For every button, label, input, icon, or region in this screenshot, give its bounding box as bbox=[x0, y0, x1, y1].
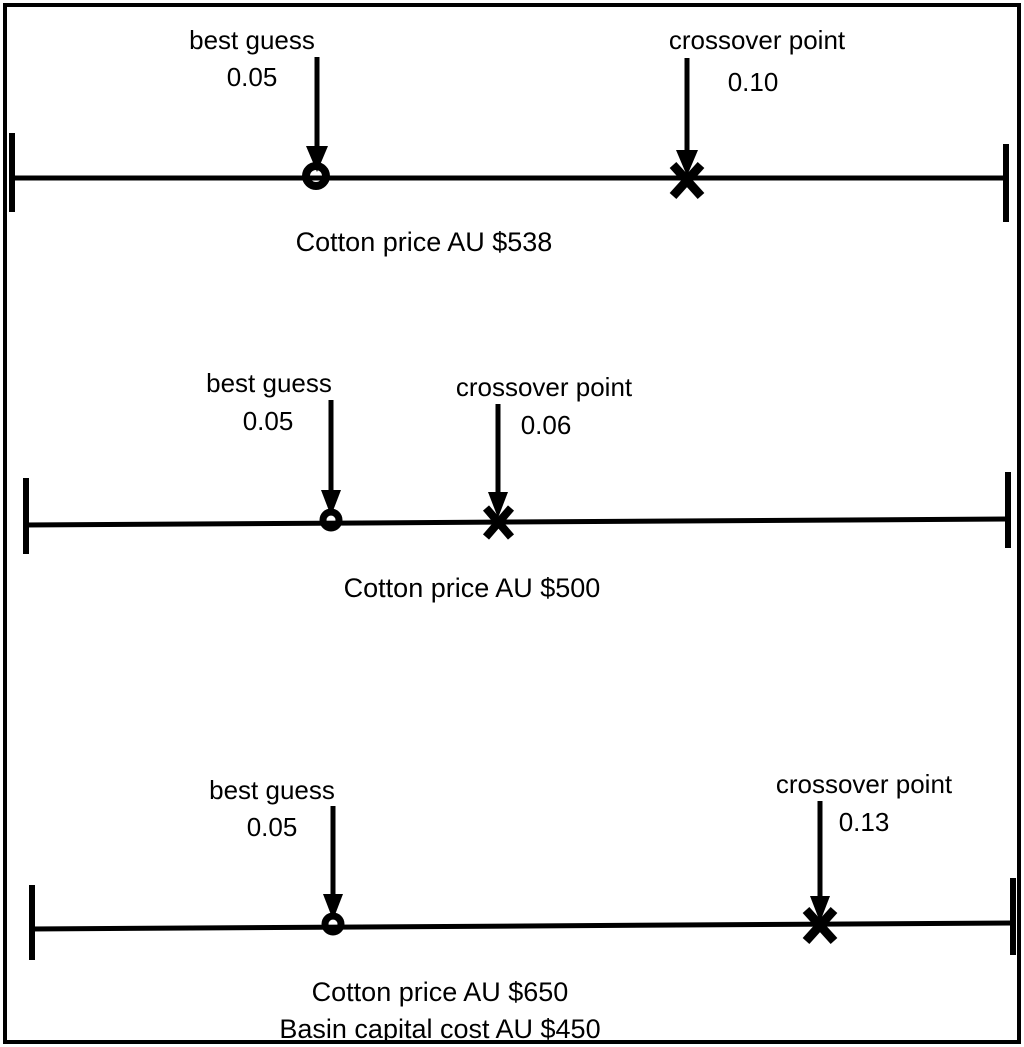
panel-2-caption: Cotton price AU $500 bbox=[344, 573, 601, 603]
panel-2-crossover-label: crossover point bbox=[456, 372, 633, 402]
panel-2-axis-line bbox=[23, 516, 1009, 528]
panel-1-marker-best-guess-circle bbox=[302, 162, 330, 190]
panel-1: best guess 0.05 crossover point 0.10 Cot… bbox=[9, 25, 1009, 257]
panel-1-marker-crossover-x bbox=[669, 161, 705, 200]
panel-3-axis-line bbox=[29, 920, 1014, 932]
panel-2-marker-crossover-x bbox=[482, 505, 515, 540]
panel-2-best-guess-arrow-head bbox=[321, 490, 341, 516]
panel-3-best-guess-label: best guess bbox=[209, 775, 335, 805]
panel-2-crossover-value: 0.06 bbox=[521, 410, 572, 440]
panel-3-marker-best-guess-circle bbox=[321, 912, 345, 936]
panel-3-best-guess-value: 0.05 bbox=[247, 812, 298, 842]
panel-2-best-guess-value: 0.05 bbox=[243, 406, 294, 436]
panel-3-crossover-value: 0.13 bbox=[839, 807, 890, 837]
figure-frame bbox=[3, 3, 1021, 1044]
panel-2-best-guess-label: best guess bbox=[206, 368, 332, 398]
panel-3-crossover-label: crossover point bbox=[776, 769, 953, 799]
panel-1-crossover-label: crossover point bbox=[669, 25, 846, 55]
panel-3-marker-crossover-x bbox=[802, 906, 838, 945]
panel-1-best-guess-arrow-head bbox=[306, 146, 328, 172]
panel-3-crossover-arrow-head bbox=[810, 896, 830, 922]
panel-2: best guess 0.05 crossover point 0.06 Cot… bbox=[23, 368, 1011, 603]
panel-1-best-guess-value: 0.05 bbox=[227, 62, 278, 92]
panel-2-marker-best-guess-circle bbox=[319, 508, 343, 532]
panel-1-crossover-arrow-head bbox=[676, 150, 698, 176]
panel-3-caption-line-1: Cotton price AU $650 bbox=[312, 977, 569, 1007]
panel-3-best-guess-arrow-head bbox=[323, 894, 343, 920]
panel-1-caption: Cotton price AU $538 bbox=[296, 227, 553, 257]
panel-1-best-guess-label: best guess bbox=[189, 25, 315, 55]
panel-1-crossover-value: 0.10 bbox=[728, 67, 779, 97]
panel-3: best guess 0.05 crossover point 0.13 Cot… bbox=[29, 769, 1016, 1044]
panel-3-caption-line-2: Basin capital cost AU $450 bbox=[279, 1014, 600, 1044]
panel-2-crossover-arrow-head bbox=[488, 492, 508, 518]
